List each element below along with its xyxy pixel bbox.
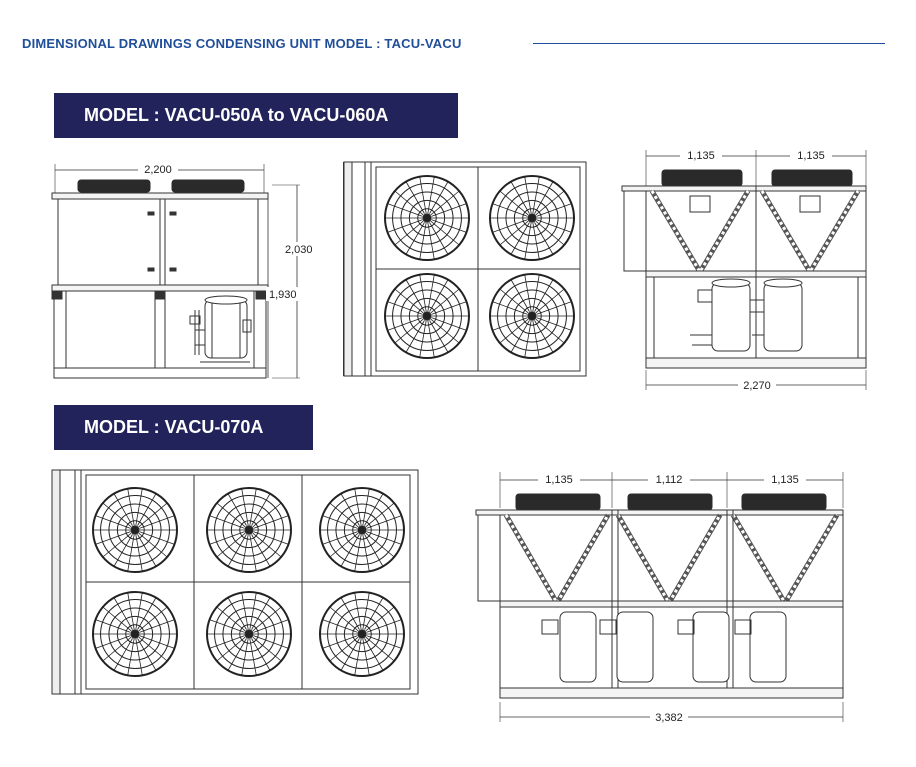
side-length-label: 2,270 (743, 380, 771, 392)
fan-icon (384, 273, 470, 359)
side-span-1-label: 1,135 (687, 150, 715, 162)
model-banner-050-060: MODEL : VACU-050A to VACU-060A (54, 93, 458, 138)
fans-6-group (92, 487, 405, 677)
fan-icon (489, 273, 575, 359)
side-view-070: 1,135 1,112 1,135 (475, 472, 844, 724)
fan-icon (206, 591, 292, 677)
fan-icon (92, 591, 178, 677)
front-overall-height-label: 2,030 (285, 244, 313, 256)
side070-span-3-label: 1,135 (771, 474, 799, 486)
fan-icon (319, 487, 405, 573)
side-view-050-060: 1,135 1,135 (621, 148, 867, 392)
side070-length-label: 3,382 (655, 712, 683, 724)
fan-icon (489, 175, 575, 261)
model-banner-070: MODEL : VACU-070A (54, 405, 313, 450)
side070-span-1-label: 1,135 (545, 474, 573, 486)
fan-icon (384, 175, 470, 261)
side070-span-2-label: 1,112 (656, 474, 683, 486)
front-view-050-060: 2,200 (51, 162, 316, 379)
fan-icon (319, 591, 405, 677)
title-rule (533, 43, 885, 44)
page-title: DIMENSIONAL DRAWINGS CONDENSING UNIT MOD… (22, 36, 462, 51)
front-body-height-label: 1,930 (269, 289, 297, 301)
top-view-050-060 (343, 161, 587, 377)
fan-icon (206, 487, 292, 573)
fan-icon (92, 487, 178, 573)
top-view-070 (51, 469, 419, 695)
fans-4-group (384, 175, 575, 359)
side-span-2-label: 1,135 (797, 150, 825, 162)
front-width-label: 2,200 (144, 164, 172, 176)
